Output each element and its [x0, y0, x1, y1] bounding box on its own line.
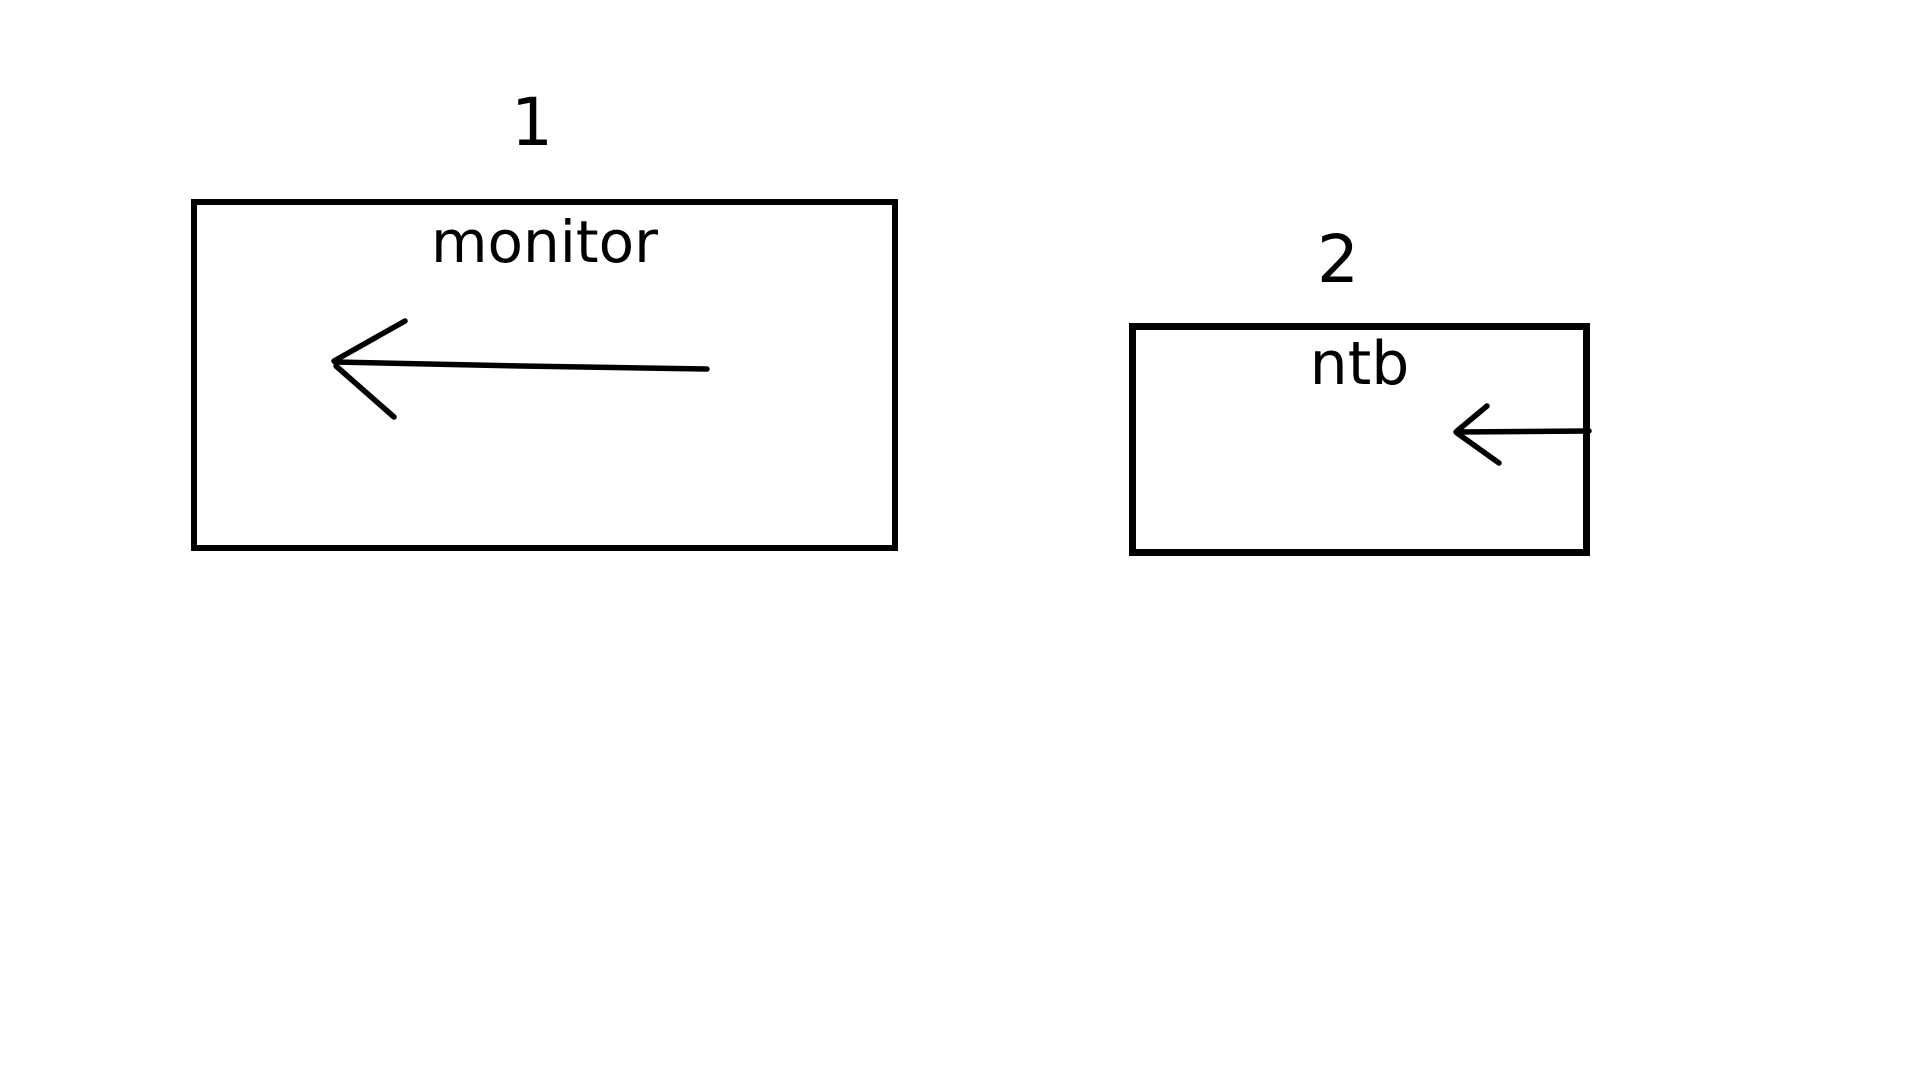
box1-number-label: 1: [511, 84, 553, 161]
left-arrow-icon: [331, 318, 710, 420]
ntb-box-title: ntb: [1309, 329, 1410, 399]
monitor-box: monitor: [191, 199, 898, 551]
box2-number-label: 2: [1317, 221, 1359, 298]
ntb-box: ntb: [1129, 323, 1590, 556]
left-arrow-icon: [1453, 403, 1592, 466]
monitor-box-title: monitor: [431, 208, 658, 276]
